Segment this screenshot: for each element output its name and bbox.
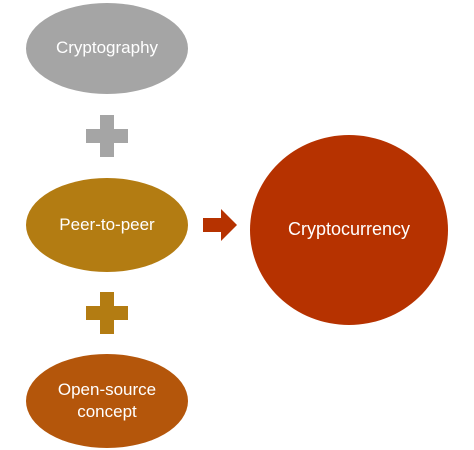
node-peer-to-peer: Peer-to-peer <box>26 178 188 272</box>
plus-icon <box>86 115 128 157</box>
node-cryptography: Cryptography <box>26 3 188 94</box>
node-cryptography-label: Cryptography <box>55 38 159 58</box>
arrow-right-icon <box>203 209 237 241</box>
plus-icon <box>86 292 128 334</box>
node-peer-to-peer-label: Peer-to-peer <box>59 214 155 234</box>
node-cryptocurrency: Cryptocurrency <box>250 135 448 325</box>
node-open-source-label: Open-source concept <box>57 379 157 421</box>
node-cryptocurrency-label: Cryptocurrency <box>287 219 411 240</box>
node-open-source-concept: Open-source concept <box>26 354 188 448</box>
